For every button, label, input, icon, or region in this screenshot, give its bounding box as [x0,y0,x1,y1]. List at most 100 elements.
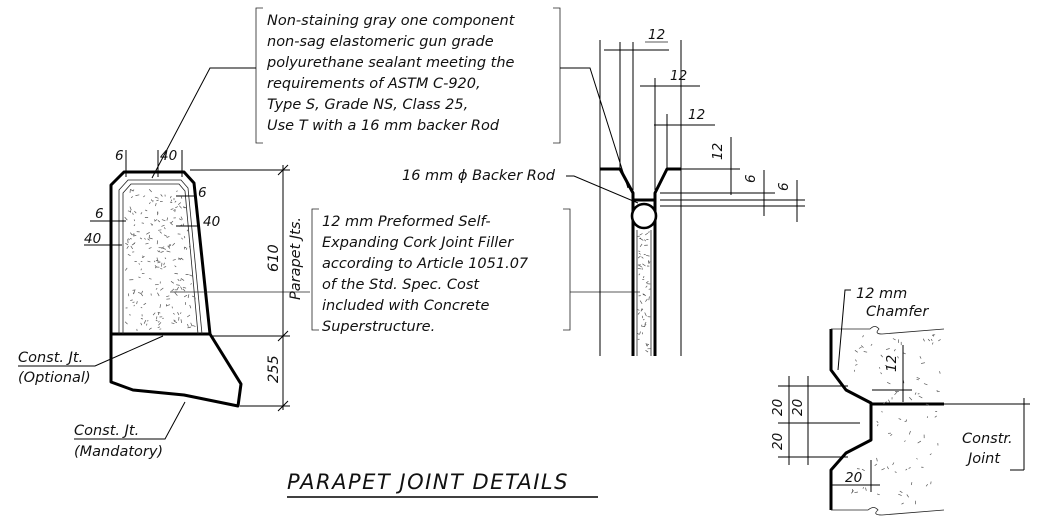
concrete-speck [160,250,164,253]
concrete-speck [188,245,191,250]
concrete-speck [192,295,195,298]
joint-filler-texture [637,231,652,353]
concrete-speck [148,189,152,193]
backer-rod-label-group: 16 mm ϕ Backer Rod [402,168,639,204]
concrete-speck [160,268,163,270]
concrete-speck [169,222,173,226]
filler-note-line-1: 12 mm Preformed Self- [322,214,491,230]
parapet-section [109,170,243,408]
concrete-speck [646,344,649,347]
concrete-speck [939,371,941,374]
concrete-speck [183,235,186,239]
concrete-speck [180,278,185,281]
concrete-speck [155,288,158,290]
const-jt-mandatory-1: Const. Jt. [74,423,139,439]
concrete-speck [151,223,153,226]
concrete-speck [876,457,878,462]
concrete-speck [183,206,185,209]
concrete-speck [161,224,165,227]
concrete-speck [177,312,180,316]
concrete-speck [194,296,196,300]
concrete-speck [179,205,182,209]
concrete-speck [643,276,645,279]
concrete-speck [148,237,153,240]
concrete-speck [637,309,640,311]
concrete-speck [182,288,186,292]
chamfer-detail [829,326,945,516]
concrete-speck [639,300,643,304]
concrete-speck [916,377,921,380]
concrete-speck [890,433,893,436]
concrete-speck [137,292,141,294]
chamfer-label-2: Chamfer [866,304,929,320]
chamfer-dim-20-c: 20 [790,399,806,416]
concrete-speck [908,467,911,469]
sealant-note-line-4: requirements of ASTM C-920, [267,76,481,92]
chamfer-dim-20-d: 20 [845,470,862,486]
concrete-speck [640,308,643,312]
backer-rod-label: 16 mm ϕ Backer Rod [402,168,556,184]
concrete-speck [168,244,172,248]
concrete-speck [909,397,913,401]
concrete-speck [176,190,178,192]
concrete-speck [862,335,864,338]
concrete-speck [937,390,940,393]
concrete-speck [170,208,174,210]
concrete-speck [645,343,650,345]
concrete-speck [150,223,153,226]
concrete-speck [145,209,148,212]
concrete-speck [637,312,640,315]
concrete-speck [648,261,651,264]
concrete-speck [157,261,161,264]
concrete-speck [644,312,647,317]
concrete-speck [189,274,193,277]
drawing-title: PARAPET JOINT DETAILS [287,470,598,498]
concrete-speck [639,233,643,236]
concrete-speck [648,296,650,301]
concrete-speck [157,326,161,329]
joint-detail [599,40,682,356]
concrete-speck [133,234,137,237]
concrete-speck [174,209,176,213]
concrete-speck [862,486,865,489]
concrete-speck [133,242,136,245]
dim-top-40: 40 [160,148,177,164]
concrete-speck [921,362,926,364]
dim-right-6: 6 [198,185,207,201]
concrete-speck [143,320,147,324]
concrete-speck [124,321,128,325]
concrete-speck [894,391,898,396]
joint-dim-6-a: 6 [743,174,759,183]
concrete-speck [149,202,151,205]
concrete-speck [143,302,147,306]
concrete-speck [638,252,641,255]
concrete-speck [148,234,150,238]
joint-dim-12-b: 12 [670,68,687,84]
concrete-speck [154,219,156,222]
concrete-speck [140,268,142,271]
concrete-speck [155,319,158,322]
concrete-speck [888,399,891,403]
sealant-leaders [151,67,629,189]
concrete-speck [140,306,143,309]
concrete-speck [159,328,162,330]
concrete-speck [641,256,644,259]
concrete-speck [178,218,182,221]
concrete-speck [880,372,882,375]
concrete-speck [919,356,922,359]
concrete-speck [172,313,175,315]
concrete-speck [186,314,191,318]
concrete-speck [880,354,883,358]
concrete-speck [855,364,858,366]
concrete-speck [929,453,932,456]
concrete-speck [182,206,187,209]
concrete-speck [637,255,641,259]
concrete-speck [646,254,650,257]
concrete-speck [174,292,178,296]
concrete-speck [159,304,162,308]
constr-joint-label-2: Joint [965,451,1001,467]
concrete-speck [130,189,134,192]
concrete-speck [160,287,164,291]
concrete-speck [169,201,173,203]
concrete-speck [138,276,141,279]
